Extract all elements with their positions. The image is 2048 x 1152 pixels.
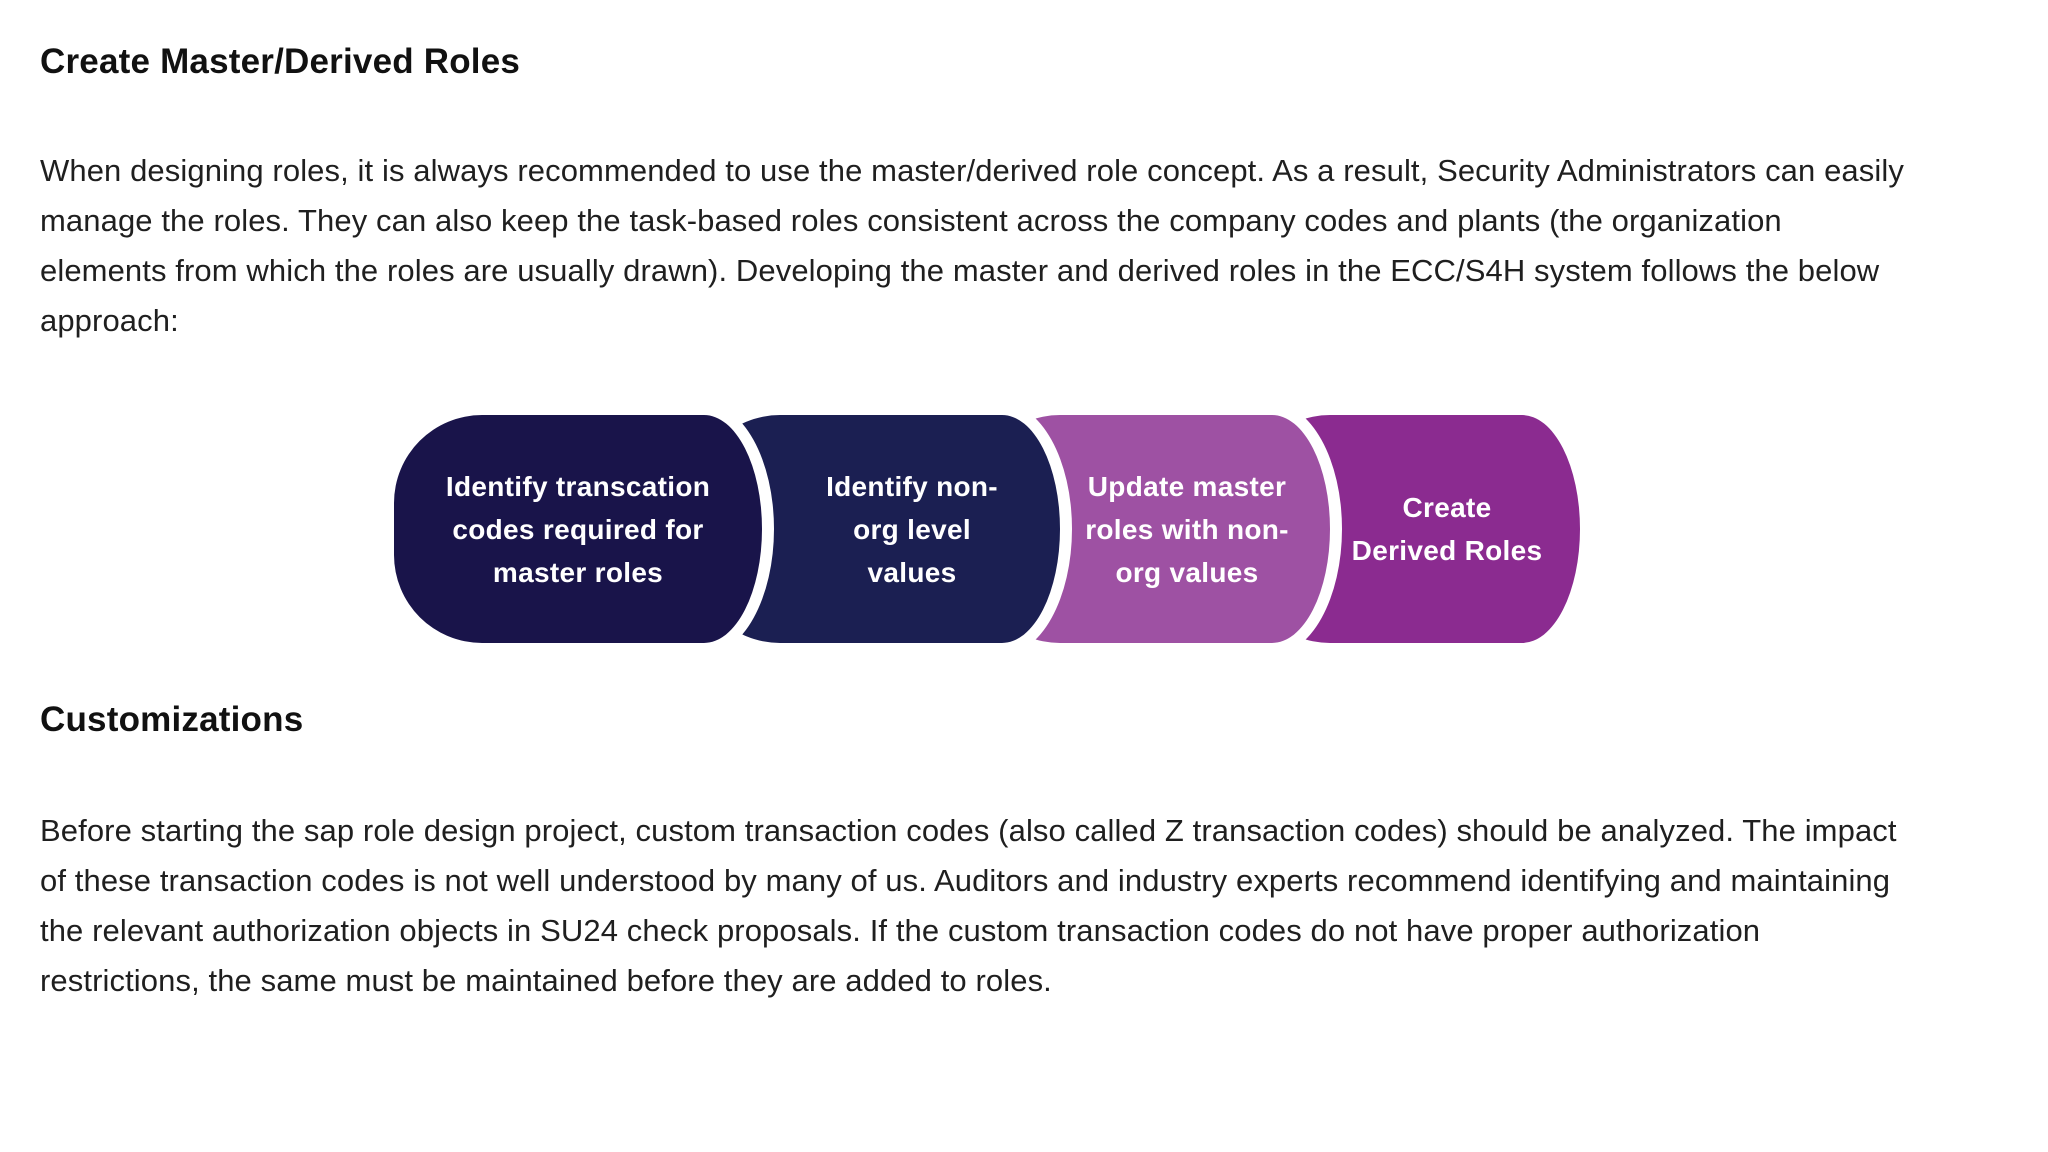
diagram-step-identify-transaction-codes: Identify transcation codes required for … bbox=[382, 403, 774, 655]
role-process-diagram: Identify transcation codes required for … bbox=[382, 403, 1592, 655]
paragraph-master-derived-intro: When designing roles, it is always recom… bbox=[40, 153, 1904, 338]
heading-create-master-derived-roles: Create Master/Derived Roles bbox=[40, 42, 521, 81]
paragraph-customizations-body: Before starting the sap role design proj… bbox=[40, 813, 1897, 998]
diagram-step-label: Identify non- org level values bbox=[826, 470, 998, 588]
heading-customizations: Customizations bbox=[40, 700, 304, 739]
diagram-step-label: Identify transcation codes required for … bbox=[445, 470, 711, 588]
diagram-step-label: Create Derived Roles bbox=[1351, 492, 1543, 566]
diagram-step-label: Update master roles with non- org values bbox=[1085, 470, 1289, 588]
